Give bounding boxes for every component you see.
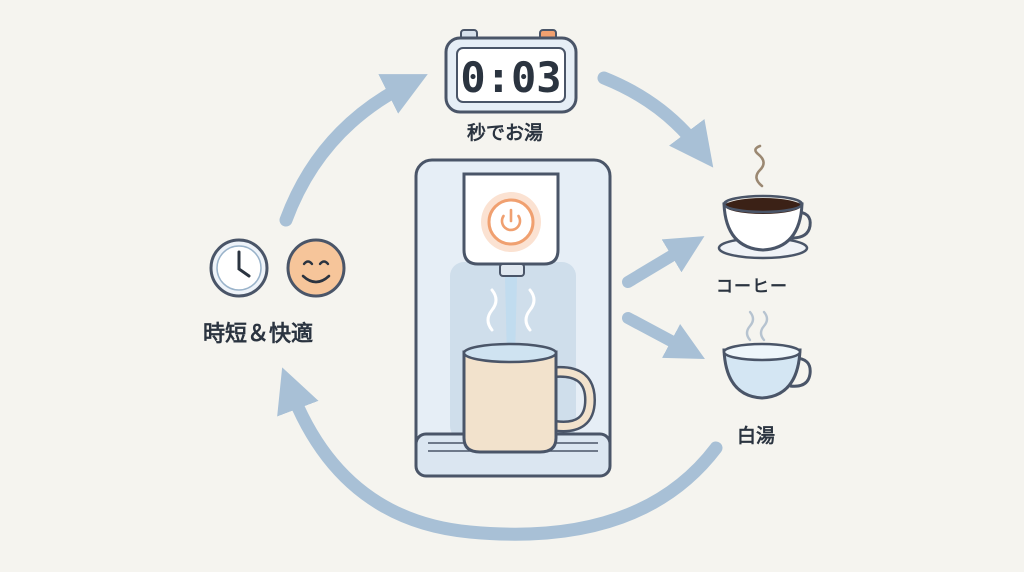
mug	[462, 350, 558, 454]
steam-icon	[486, 288, 536, 332]
arrow-machine-to-coffee	[622, 236, 705, 288]
arrow-to-coffee	[597, 71, 714, 168]
water-stream	[505, 277, 517, 358]
arrow-machine-to-water	[622, 312, 705, 360]
power-icon	[500, 208, 522, 232]
water-cup-icon	[722, 310, 812, 400]
label-time-saving-comfort: 時短＆快適	[203, 322, 314, 347]
label-coffee: コーヒー	[716, 277, 788, 297]
timer-display: 0:03	[460, 53, 561, 102]
coffee-steam	[754, 144, 765, 188]
cycle-arrows	[277, 71, 723, 541]
label-hot-water: 白湯	[737, 425, 776, 447]
water-steam	[745, 310, 769, 342]
hot-water-dispenser	[414, 158, 612, 478]
label-seconds-hot-water: 秒でお湯	[467, 122, 544, 144]
smile-icon	[286, 238, 346, 298]
arrow-to-timer	[279, 74, 428, 227]
digital-timer: 0:03	[444, 29, 578, 114]
coffee-cup-icon	[717, 144, 812, 260]
arrow-bottom-return	[277, 367, 723, 541]
clock-icon	[209, 238, 269, 298]
